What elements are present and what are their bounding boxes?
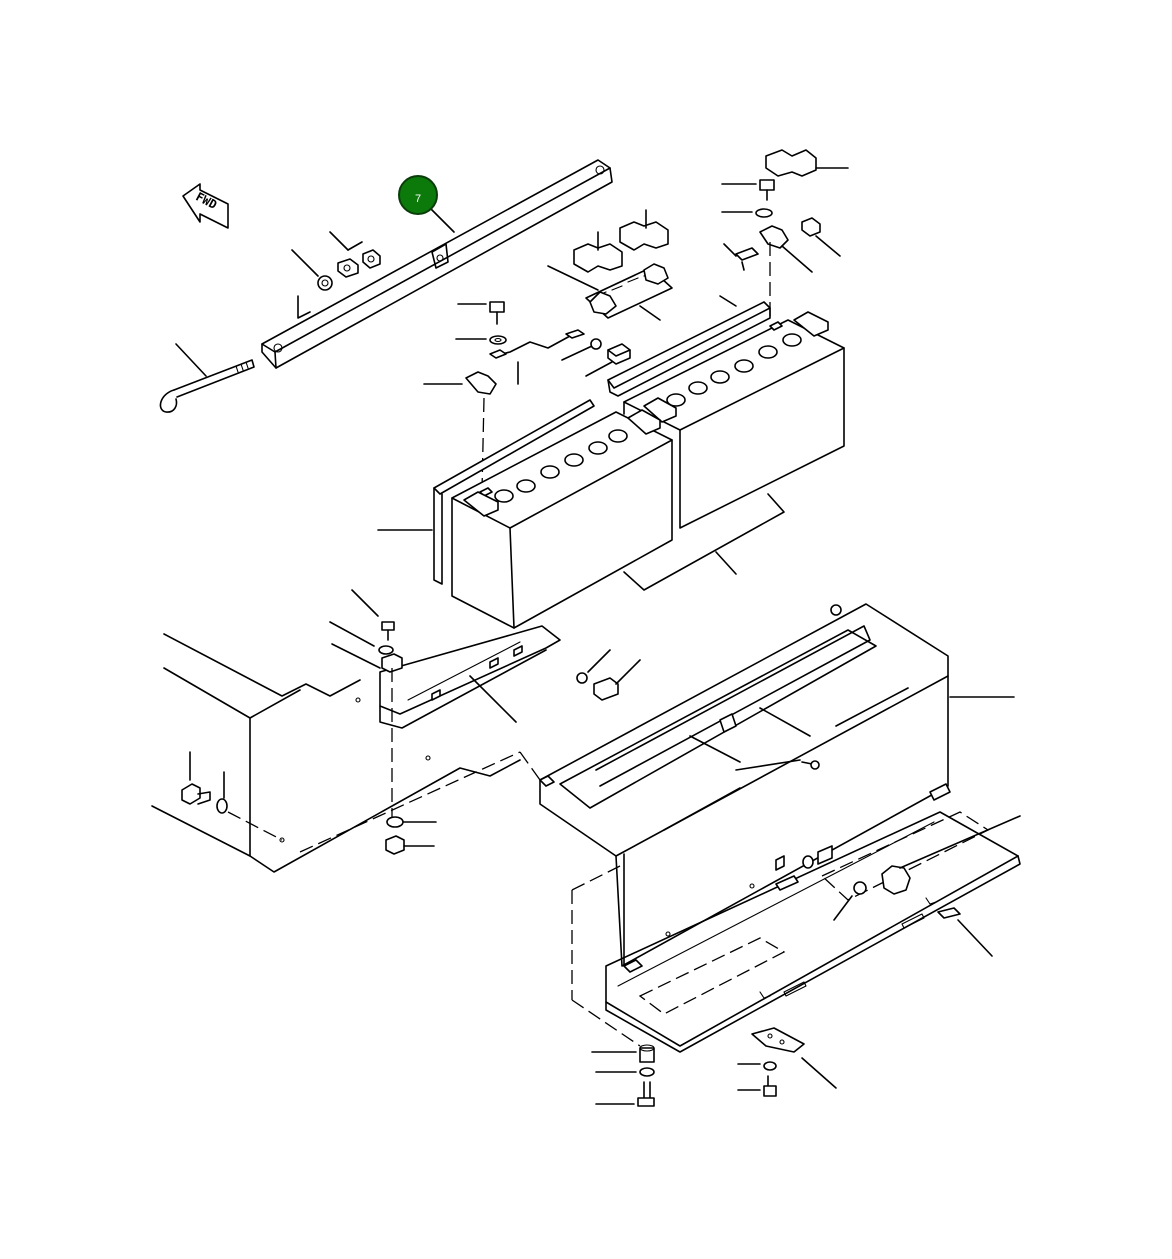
frame-rail — [151, 633, 521, 873]
battery-front — [433, 399, 673, 629]
bottom-fasteners — [591, 1027, 837, 1107]
callout-7[interactable]: 7 — [398, 175, 455, 233]
callout-7-circle — [398, 175, 438, 215]
battery-rear — [607, 301, 845, 529]
terminal-bolt-right — [721, 149, 849, 322]
callout-7-number: 7 — [415, 193, 421, 205]
fwd-direction-marker: FWD — [182, 183, 229, 229]
battery-tray-base — [571, 811, 1021, 1053]
cable-terminals-center — [547, 209, 673, 321]
mounting-bracket — [299, 589, 641, 855]
battery-front-caps — [463, 409, 661, 517]
battery-rear-caps — [643, 311, 829, 423]
tray-leaders — [899, 815, 1021, 869]
hook-bolt — [159, 343, 255, 413]
hold-down-bar — [261, 159, 613, 369]
fwd-label: FWD — [194, 190, 220, 213]
bar-nut-set — [291, 231, 381, 291]
battery-tray — [539, 603, 1015, 967]
terminal-bolt-left — [423, 301, 631, 491]
battery-leaders — [377, 295, 785, 591]
